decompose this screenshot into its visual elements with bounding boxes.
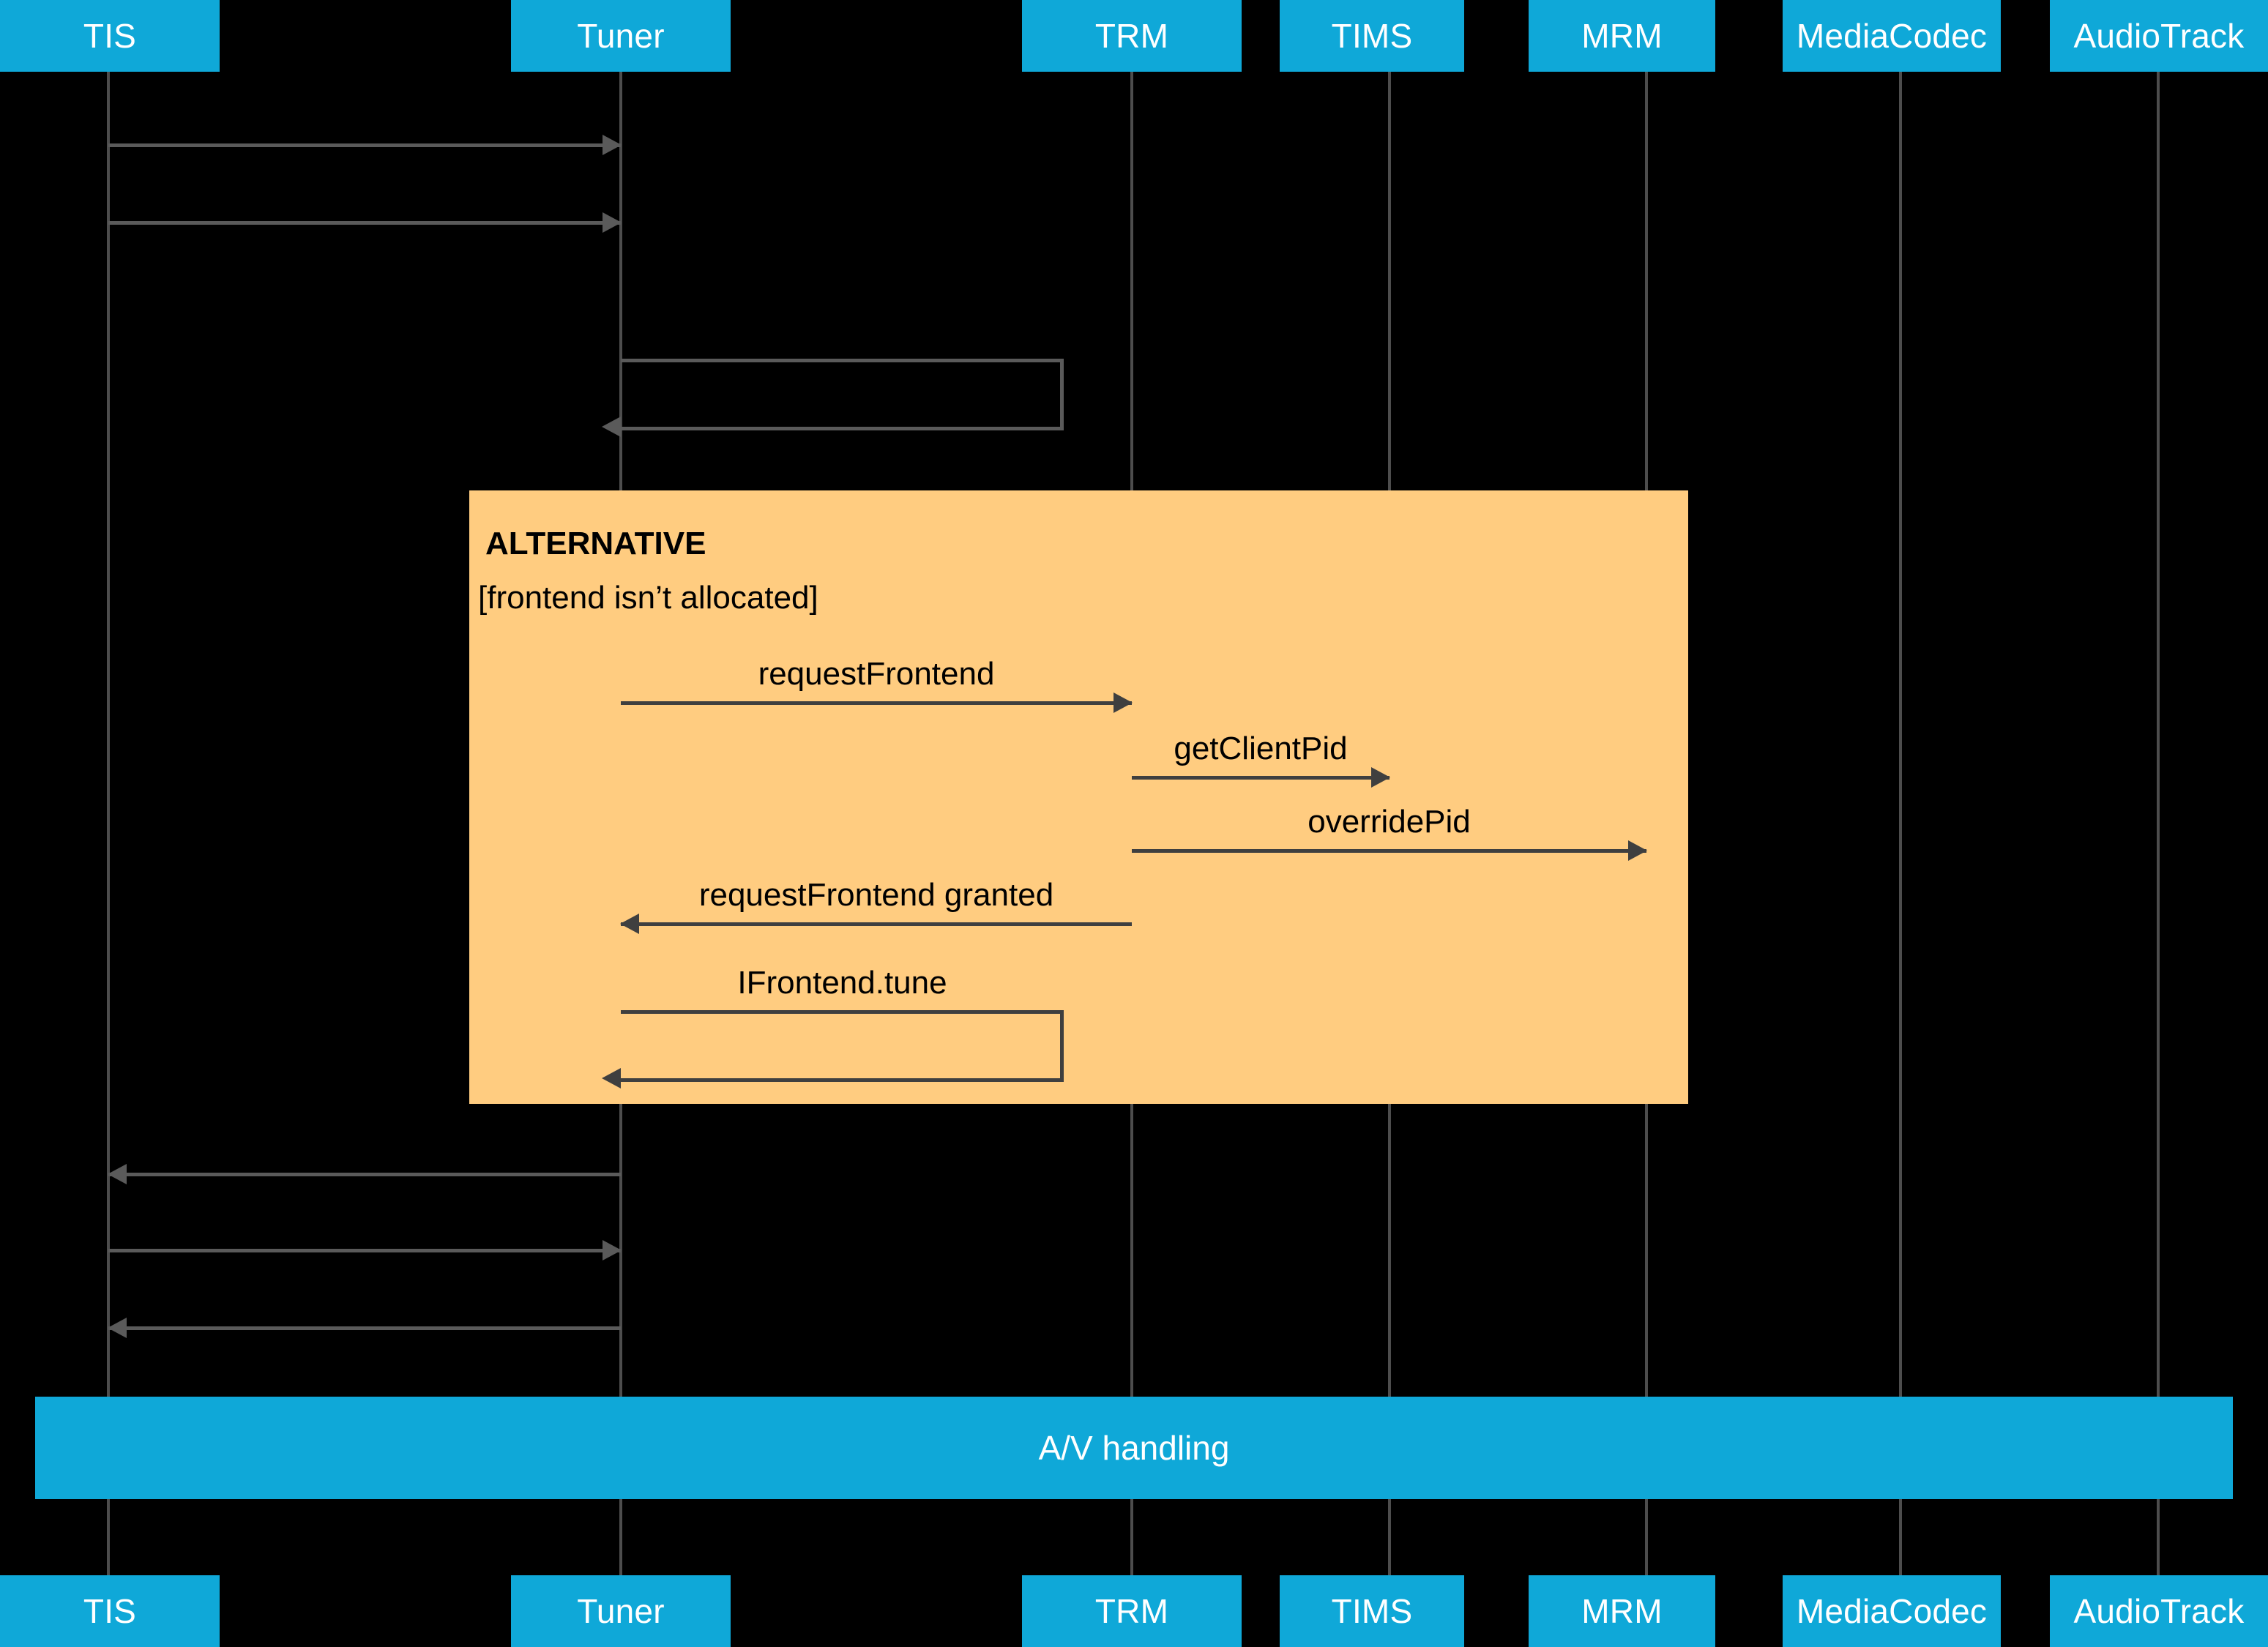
message-label-m6: overridePid [1308, 804, 1471, 840]
participant-foot-tis[interactable]: TIS [0, 1575, 220, 1647]
arrowhead-right-icon [1114, 692, 1133, 713]
summary-bar-av-handling[interactable]: A/V handling [35, 1397, 2233, 1499]
arrowhead-right-icon [603, 212, 622, 233]
message-line [108, 1173, 621, 1176]
message-line [1132, 776, 1389, 780]
arrowhead-right-icon [603, 135, 622, 155]
participant-head-tis[interactable]: TIS [0, 0, 220, 72]
participant-head-tims[interactable]: TIMS [1280, 0, 1464, 72]
message-label-m4: requestFrontend [758, 656, 995, 692]
self-message-m3[interactable] [602, 359, 1064, 437]
alt-fragment-frame [469, 490, 1688, 1104]
message-line [621, 701, 1132, 705]
message-label-m8: IFrontend.tune [737, 965, 947, 1001]
participant-foot-mediacodec[interactable]: MediaCodec [1783, 1575, 2001, 1647]
arrowhead-left-icon [602, 417, 621, 437]
message-line [108, 221, 621, 225]
alt-fragment-keyword: ALTERNATIVE [485, 526, 706, 561]
self-message-m8[interactable] [602, 1010, 1064, 1088]
arrowhead-right-icon [1371, 767, 1390, 788]
participant-foot-audiotrack[interactable]: AudioTrack [2050, 1575, 2268, 1647]
message-line [621, 922, 1132, 926]
message-line [108, 143, 621, 147]
arrowhead-left-icon [108, 1164, 127, 1184]
participant-foot-trm[interactable]: TRM [1022, 1575, 1242, 1647]
arrowhead-left-icon [602, 1068, 621, 1088]
participant-head-mediacodec[interactable]: MediaCodec [1783, 0, 2001, 72]
participant-foot-tims[interactable]: TIMS [1280, 1575, 1464, 1647]
message-label-m5: getClientPid [1174, 731, 1348, 766]
participant-foot-tuner[interactable]: Tuner [511, 1575, 731, 1647]
alt-fragment-guard: [frontend isn’t allocated] [478, 580, 818, 616]
participant-foot-mrm[interactable]: MRM [1529, 1575, 1715, 1647]
lifeline-tis [107, 72, 110, 1647]
arrowhead-right-icon [603, 1240, 622, 1261]
lifeline-mediacodec [1899, 72, 1902, 1647]
participant-head-trm[interactable]: TRM [1022, 0, 1242, 72]
message-line [108, 1326, 621, 1330]
participant-head-tuner[interactable]: Tuner [511, 0, 731, 72]
message-line [1132, 849, 1646, 853]
arrowhead-right-icon [1628, 840, 1647, 861]
message-label-m7: requestFrontend granted [698, 877, 1054, 913]
lifeline-audiotrack [2157, 72, 2160, 1647]
participant-head-audiotrack[interactable]: AudioTrack [2050, 0, 2268, 72]
participant-head-mrm[interactable]: MRM [1529, 0, 1715, 72]
message-line [108, 1249, 621, 1252]
arrowhead-left-icon [620, 914, 639, 934]
arrowhead-left-icon [108, 1318, 127, 1338]
